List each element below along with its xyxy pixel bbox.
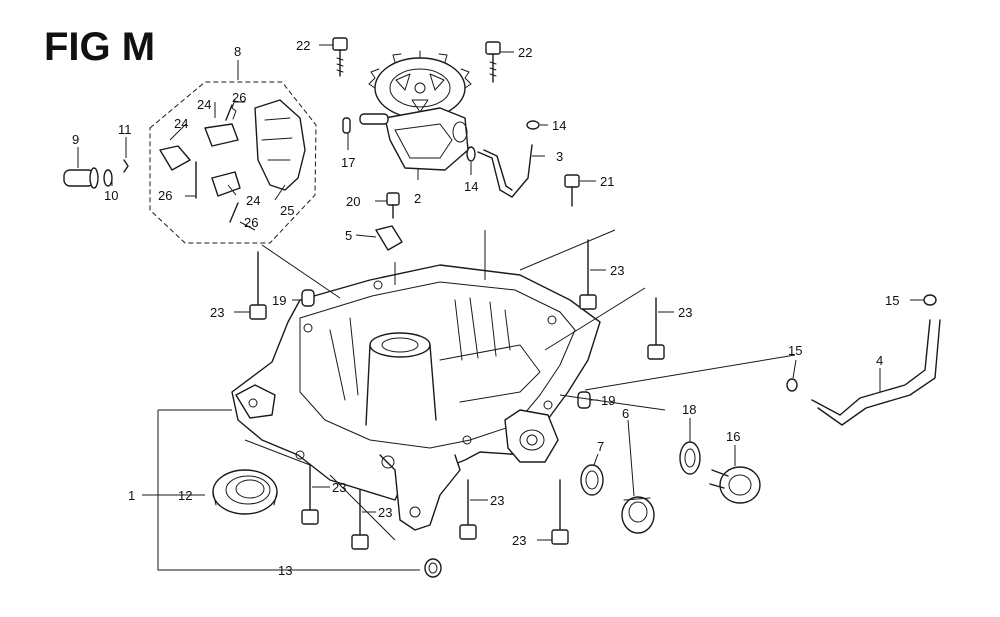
callout-5: 5 (345, 228, 352, 243)
callout-15-mid: 15 (788, 343, 802, 358)
callout-23-bottom-b: 23 (378, 505, 392, 520)
leader-lines (77, 44, 924, 571)
callout-22-right: 22 (518, 45, 532, 60)
callout-25: 25 (280, 203, 294, 218)
callout-23-bottom-c: 23 (490, 493, 504, 508)
callout-14-bottom: 14 (464, 179, 478, 194)
crankcase-cover (231, 264, 601, 531)
bolt-part-23-mid-right (647, 297, 665, 360)
callout-19-right: 19 (601, 393, 615, 408)
callout-12: 12 (178, 488, 192, 503)
cap-part-15-mid (786, 378, 798, 392)
callout-3: 3 (556, 149, 563, 164)
callout-4: 4 (876, 353, 883, 368)
nut-part-13 (424, 558, 442, 578)
callout-10: 10 (104, 188, 118, 203)
oil-seal-part-12 (212, 469, 278, 515)
callout-19-left: 19 (272, 293, 286, 308)
plug-part-6 (621, 496, 655, 534)
seal-part-14-top (526, 120, 540, 130)
callout-26-b: 26 (158, 188, 172, 203)
callout-20: 20 (346, 194, 360, 209)
bolt-part-23-bottom-d (551, 479, 569, 545)
cap-part-15-right (923, 294, 937, 306)
bolt-part-23-upper-left (249, 251, 267, 320)
callout-1: 1 (128, 488, 135, 503)
callout-17: 17 (341, 155, 355, 170)
callout-11: 11 (118, 122, 132, 137)
callout-23-upper-right: 23 (610, 263, 624, 278)
bolt-part-23-bottom-b (351, 489, 369, 550)
callout-22-left: 22 (296, 38, 310, 53)
bolt-part-23-bottom-c (459, 479, 477, 540)
figure-title: FIG M (44, 25, 155, 69)
bolt-part-23-upper-right (579, 239, 597, 310)
callout-8: 8 (234, 44, 241, 59)
bolt-part-21 (564, 174, 580, 207)
callout-16: 16 (726, 429, 740, 444)
spring-part-26 (231, 99, 237, 120)
tube-part-4 (811, 319, 941, 426)
callout-23-mid-right: 23 (678, 305, 692, 320)
pipe-part-3 (477, 144, 533, 198)
callout-23-upper-left: 23 (210, 305, 224, 320)
clip-part-11 (123, 159, 129, 173)
bolt-part-22-left (332, 37, 348, 77)
callout-18: 18 (682, 402, 696, 417)
guide-part-5 (375, 225, 403, 251)
governor-assembly (159, 99, 306, 223)
callout-labels: 1 2 3 4 5 6 7 8 9 10 11 12 13 14 14 15 1… (72, 38, 899, 578)
callout-13: 13 (278, 563, 292, 578)
callout-21: 21 (600, 174, 614, 189)
callout-9: 9 (72, 132, 79, 147)
seal-part-14-bottom (466, 146, 476, 162)
callout-24-c: 24 (246, 193, 260, 208)
callout-7: 7 (597, 439, 604, 454)
dowel-part-19-left (301, 289, 315, 307)
washer-part-10 (103, 169, 113, 187)
callout-26-a: 26 (232, 90, 246, 105)
governor-assy-box (149, 81, 317, 244)
washer-part-18 (679, 441, 701, 475)
callout-26-c: 26 (244, 215, 258, 230)
washer-part-7 (580, 464, 604, 496)
callout-6: 6 (622, 406, 629, 421)
callout-15-right: 15 (885, 293, 899, 308)
bolt-part-22-right (485, 41, 501, 83)
callout-23-bottom-a: 23 (332, 480, 346, 495)
dowel-part-19-right (577, 391, 591, 409)
callout-23-bottom-d: 23 (512, 533, 526, 548)
bolt-part-23-bottom-a (301, 464, 319, 525)
callout-24-a: 24 (197, 97, 211, 112)
drain-bolt-part-16 (709, 466, 761, 504)
bolt-part-20 (386, 192, 400, 219)
callout-14-top: 14 (552, 118, 566, 133)
shaft-part-9 (63, 167, 99, 189)
callout-2: 2 (414, 191, 421, 206)
callout-24-b: 24 (174, 116, 188, 131)
oil-pump-gear (359, 50, 472, 171)
pin-part-17 (342, 117, 351, 134)
